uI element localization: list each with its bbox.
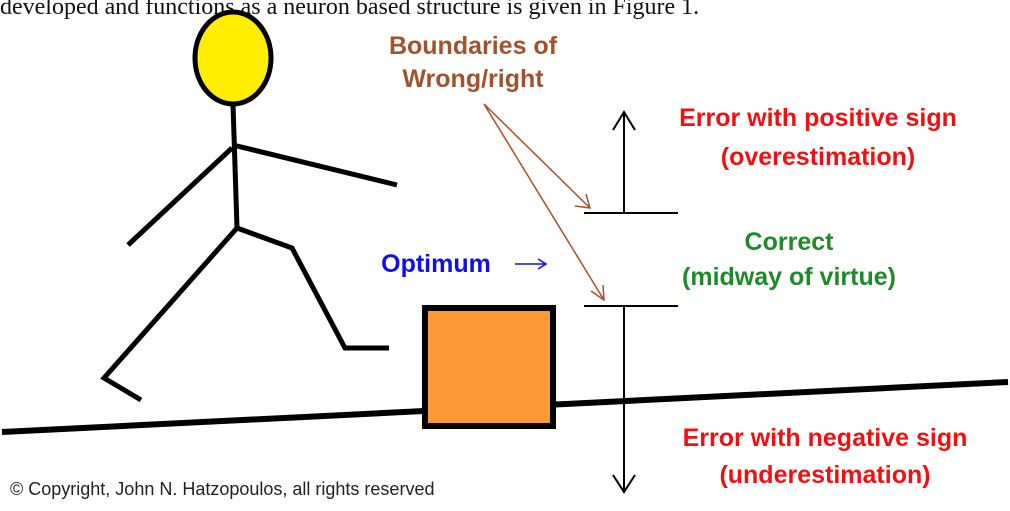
stick-figure-head: [192, 9, 274, 107]
boundary-pointer-lower-arrowhead-icon: [590, 284, 605, 302]
correct-label-line2: (midway of virtue): [682, 263, 896, 291]
error-negative-label-line2: (underestimation): [719, 461, 930, 489]
stick-figure-left-arm: [126, 146, 234, 247]
stick-figure-body: [230, 103, 240, 229]
orange-box: [422, 305, 556, 429]
boundaries-label-line1: Boundaries of: [389, 32, 558, 60]
boundary-pointer-upper-arrowhead-icon: [574, 193, 592, 209]
boundary-pointers: [483, 103, 605, 302]
correct-label-line1: Correct: [745, 228, 835, 256]
clipped-body-text: developed and functions as a neuron base…: [0, 0, 699, 20]
optimum-label: Optimum: [381, 250, 491, 278]
up-arrow-icon: [612, 110, 636, 131]
copyright-notice: © Copyright, John N. Hatzopoulos, all ri…: [10, 479, 434, 499]
optimum-arrow-icon: [537, 258, 548, 270]
stick-figure-right-arm: [232, 142, 398, 188]
error-positive-label-line2: (overestimation): [721, 143, 915, 171]
stick-figure: [100, 9, 398, 403]
boundary-pointer-upper: [483, 103, 591, 209]
optimum-pointer: [515, 258, 548, 270]
error-positive-label-line1: Error with positive sign: [679, 104, 957, 132]
boundary-pointer-lower: [483, 103, 605, 301]
stick-figure-left-leg: [100, 226, 239, 403]
down-arrow-icon: [612, 474, 636, 494]
boundaries-label-line2: Wrong/right: [402, 65, 544, 93]
error-negative-label-line1: Error with negative sign: [683, 424, 968, 452]
stick-figure-right-leg: [236, 225, 389, 351]
error-axis: [584, 110, 678, 494]
